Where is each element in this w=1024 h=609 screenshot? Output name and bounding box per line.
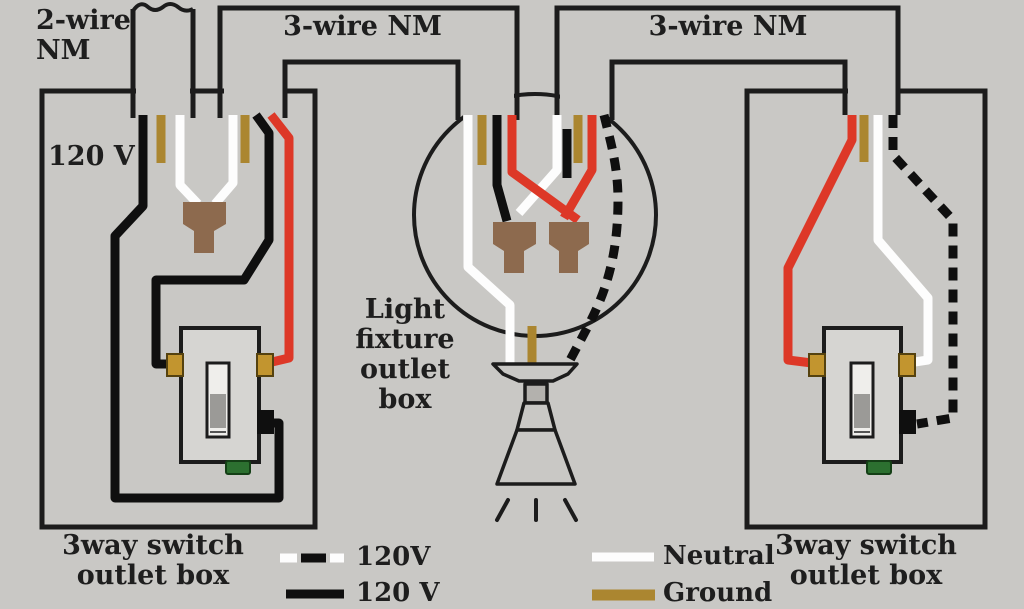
red-traveler-circle-left [507, 115, 581, 224]
black-traveler-circle [492, 115, 512, 223]
black-feed-to-common [110, 115, 284, 503]
light-fixture-label-line3: outlet [359, 354, 451, 385]
light-fixture [491, 362, 579, 486]
switch-bodies [179, 326, 903, 464]
legend-label-neutral: Neutral [663, 541, 775, 571]
neutral-leftbox-to-nut [211, 115, 238, 207]
right-box-caption-line1: 3way switch [775, 530, 957, 561]
gold-screw-left-switch-right [256, 353, 274, 377]
fixture-canopy [491, 362, 579, 383]
feed-cable-label: 2-wire NM [36, 6, 131, 66]
left-box-caption: 3way switch outlet box [40, 531, 266, 591]
light-fixture-label-line2: fixture [355, 324, 455, 355]
feed-cable-label-line1: 2-wire [36, 5, 131, 36]
common-terminal-left-switch [257, 410, 274, 434]
legend-label-ground: Ground [663, 578, 773, 608]
legend-label-120v-dashed: 120V [356, 542, 431, 572]
voltage-label: 120 V [48, 141, 135, 172]
red-traveler-circle-right [560, 115, 597, 221]
light-rays [495, 498, 578, 522]
wire-nut-circle-right [549, 222, 589, 273]
duct-3wire-right-outer [554, 5, 901, 120]
black-wires [110, 112, 572, 503]
dashed-switched-hot-rightbox [888, 115, 958, 429]
duct-3wire-left-outer [217, 5, 520, 120]
cable-ducts [130, 2, 901, 120]
ground-screws [225, 460, 892, 475]
left-box-caption-line1: 3way switch [62, 530, 244, 561]
legend-label-120v-solid: 120 V [356, 578, 440, 608]
feed-cable-coil [131, 2, 194, 13]
run2-cable-label: 3-wire NM [648, 11, 808, 42]
toggle-gray-left [210, 394, 226, 428]
switch-terminals [166, 353, 916, 377]
legend-swatches [280, 552, 655, 601]
light-ray-right [563, 498, 578, 522]
neutral-feed-to-nut [175, 115, 202, 208]
gold-screw-right-switch-right [898, 353, 916, 377]
toggle-gray-right [854, 394, 870, 428]
duct-3wire-left-inner [282, 59, 461, 120]
light-fixture-label: Light fixture outlet box [330, 295, 480, 415]
wire-nuts [183, 202, 589, 273]
neutral-circle-to-fixture [463, 115, 515, 366]
gold-screw-right-switch-left [808, 353, 826, 377]
black-traveler-leftbox [151, 112, 274, 369]
wire-nut-leftbox [183, 202, 226, 253]
run1-cable-label: 3-wire NM [283, 11, 442, 42]
cable-entry-openings [136, 58, 896, 122]
switched-hot-dashed-wires [564, 113, 958, 429]
gold-screw-left-switch-left [166, 353, 184, 377]
white-traveler-rightbox [873, 115, 933, 368]
right-box-caption: 3way switch outlet box [753, 531, 979, 591]
common-terminals [257, 410, 916, 434]
ground-screw-right-switch [866, 460, 892, 475]
red-traveler-leftbox [267, 112, 294, 367]
ground-wires [156, 115, 869, 366]
right-switch-body [822, 326, 903, 464]
hot-wires [267, 112, 857, 368]
dashed-switched-hot-circle [564, 113, 623, 367]
bulb-cone [495, 428, 577, 486]
switch-toggle-grays [210, 394, 870, 428]
wire-nut-circle-left [493, 222, 536, 273]
feed-cable-label-line2: NM [36, 35, 91, 66]
ground-screw-left-switch [225, 460, 251, 475]
red-traveler-rightbox [783, 115, 857, 368]
white-traveler-circle [515, 115, 562, 216]
neutral-wires [175, 115, 933, 368]
left-box-caption-line2: outlet box [76, 560, 230, 591]
light-ray-left [495, 498, 510, 522]
common-terminal-right-switch [899, 410, 916, 434]
light-fixture-label-line1: Light [364, 294, 446, 325]
light-fixture-label-line4: box [378, 384, 432, 415]
right-box-caption-line2: outlet box [789, 560, 943, 591]
bulb-socket [523, 382, 549, 405]
duct-3wire-right-inner [609, 59, 848, 120]
bulb-neck [515, 401, 557, 432]
